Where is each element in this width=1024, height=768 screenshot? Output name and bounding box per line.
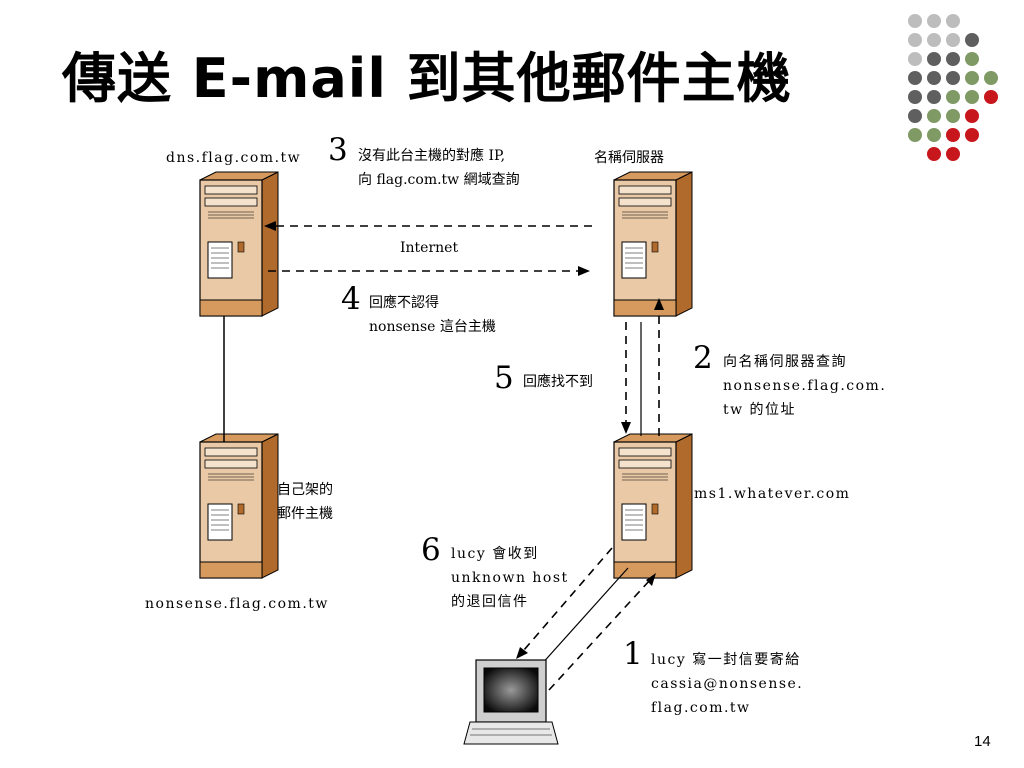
name-server-label: 名稱伺服器 bbox=[594, 150, 664, 166]
step-4-number: 4 bbox=[341, 281, 361, 317]
page-title: 傳送 E-mail 到其他郵件主機 bbox=[62, 47, 792, 110]
nonsense-host-label: nonsense.flag.com.tw bbox=[145, 596, 329, 612]
step-5-text: 回應找不到 bbox=[523, 374, 593, 390]
decorative-dot bbox=[965, 90, 979, 104]
internet-label: Internet bbox=[400, 240, 459, 256]
decorative-dot bbox=[946, 71, 960, 85]
decorative-dot bbox=[965, 52, 979, 66]
decorative-dot bbox=[984, 90, 998, 104]
step-6-text: lucy 會收到 unknown host 的退回信件 bbox=[451, 546, 569, 610]
step-2-number: 2 bbox=[693, 340, 713, 376]
decorative-dot bbox=[946, 90, 960, 104]
step-1-text: lucy 寫一封信要寄給 cassia@nonsense. flag.com.t… bbox=[651, 652, 804, 716]
decorative-dot bbox=[908, 71, 922, 85]
decorative-dot bbox=[946, 52, 960, 66]
step-3-number: 3 bbox=[328, 132, 348, 168]
decorative-dot bbox=[927, 33, 941, 47]
decorative-dot bbox=[965, 33, 979, 47]
decorative-dot bbox=[927, 52, 941, 66]
decorative-dot bbox=[946, 14, 960, 28]
step-2-text: 向名稱伺服器查詢 nonsense.flag.com. tw 的位址 bbox=[723, 354, 887, 418]
decorative-dot bbox=[908, 33, 922, 47]
decorative-dot bbox=[908, 109, 922, 123]
step-5-number: 5 bbox=[494, 360, 514, 396]
dns-host-label: dns.flag.com.tw bbox=[166, 150, 302, 166]
decorative-dot bbox=[927, 90, 941, 104]
decorative-dot bbox=[908, 52, 922, 66]
decorative-dot bbox=[908, 128, 922, 142]
decorative-dot bbox=[965, 71, 979, 85]
own-mail-host-label: 自己架的 郵件主機 bbox=[277, 482, 333, 522]
decorative-dot bbox=[946, 33, 960, 47]
lucy-computer-icon bbox=[463, 659, 559, 745]
decorative-dot bbox=[927, 71, 941, 85]
arrow-step1 bbox=[548, 579, 651, 691]
step-1-number: 1 bbox=[623, 636, 643, 672]
arrow-step6 bbox=[523, 547, 613, 651]
decorative-dot bbox=[946, 147, 960, 161]
step-4-text: 回應不認得 nonsense 這台主機 bbox=[369, 295, 496, 335]
dns-server-icon bbox=[199, 171, 279, 317]
decorative-dot bbox=[927, 14, 941, 28]
decorative-dot bbox=[927, 147, 941, 161]
decorative-dot bbox=[946, 128, 960, 142]
step-6-number: 6 bbox=[421, 532, 441, 568]
decorative-dot bbox=[984, 71, 998, 85]
ms1-host-label: ms1.whatever.com bbox=[694, 486, 851, 502]
ms1-server-icon bbox=[613, 433, 693, 579]
decorative-dot bbox=[908, 90, 922, 104]
step-3-text: 沒有此台主機的對應 IP, 向 flag.com.tw 網域查詢 bbox=[358, 148, 520, 188]
decorative-dot bbox=[946, 109, 960, 123]
decorative-dot bbox=[965, 128, 979, 142]
decorative-dot bbox=[927, 128, 941, 142]
page-number: 14 bbox=[974, 733, 991, 750]
nonsense-mail-host-icon bbox=[199, 433, 279, 579]
decorative-dot bbox=[965, 109, 979, 123]
decorative-dot bbox=[908, 14, 922, 28]
name-server-icon bbox=[613, 171, 693, 317]
decorative-dot bbox=[927, 109, 941, 123]
decorative-dot-grid bbox=[908, 14, 1008, 174]
